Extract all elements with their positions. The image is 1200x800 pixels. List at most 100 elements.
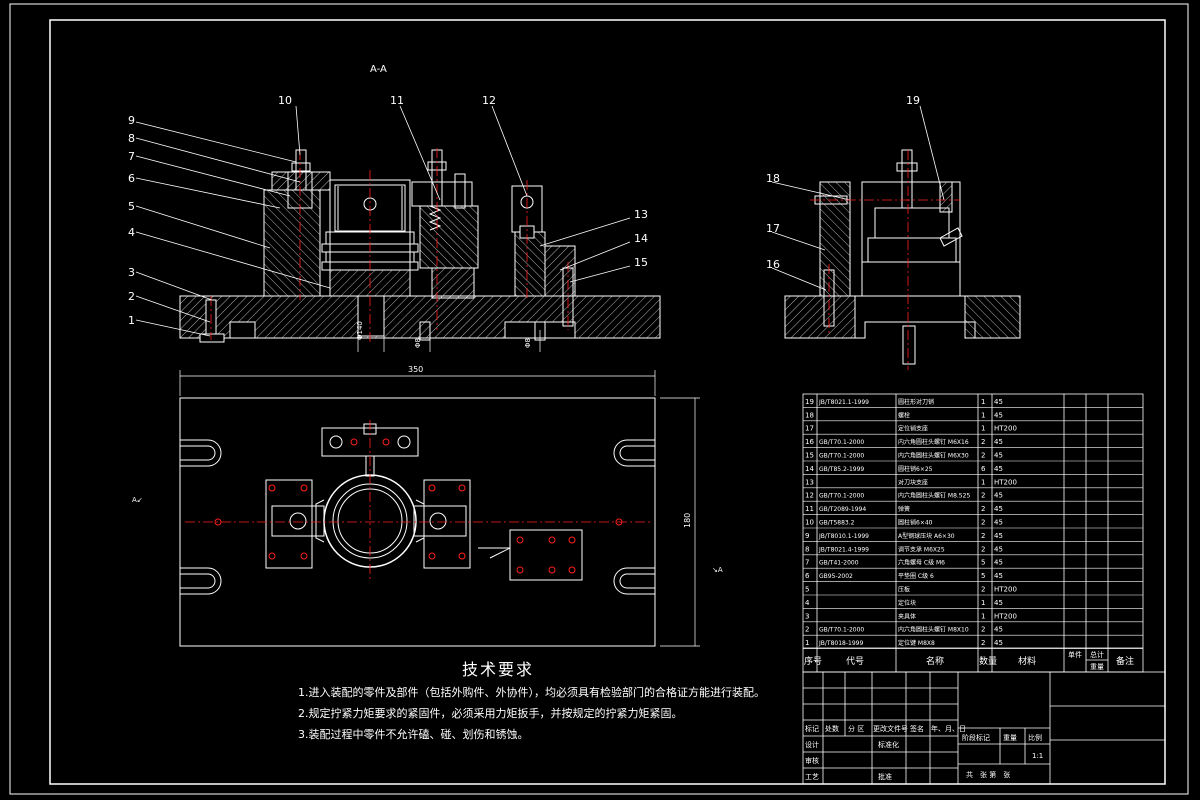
bom-cell: 45 [994,532,1003,540]
bom-cell: 2 [981,492,985,500]
bom-cell: 2 [981,452,985,460]
tb-process: 工艺 [805,773,819,781]
bom-cell: GB/T70.1-2000 [819,493,864,500]
bom-cell: 内六角圆柱头螺钉 M8.525 [898,492,970,500]
bom-cell: 45 [994,411,1003,419]
bom-cell: 45 [994,465,1003,473]
bom-cell: 45 [994,559,1003,567]
callout-9: 9 [128,114,135,127]
bom-header-weight: 重量 [1090,663,1104,671]
front-dimensions [357,324,541,352]
tb-sheets: 共 张 第 张 [966,770,1010,779]
bom-cell: 2 [981,532,985,540]
tech-line-3: 3.装配过程中零件不允许磕、碰、划伤和锈蚀。 [298,728,529,741]
tb-standard: 标准化 [878,740,899,749]
callout-16: 16 [766,258,780,271]
tb-review: 审核 [805,756,819,765]
inner-frame [49,19,1166,785]
bom-header-unit: 单件 [1068,650,1082,659]
bom-cell: 5 [805,586,809,594]
bom-cell: 2 [981,586,985,594]
callout-11: 11 [390,94,404,107]
side-view [784,149,1021,365]
bom-cell: GB/T70.1-2000 [819,453,864,460]
callout-12: 12 [482,94,496,107]
bom-cell: 9 [805,532,809,540]
bom-cell: JB/T8018-1999 [818,640,863,647]
top-dimensions [179,370,700,647]
bom-cell: GB/T41-2000 [819,560,859,567]
tb-count: 处数 [825,724,839,733]
bom-cell: 1 [981,411,985,419]
bom-header-name: 名称 [926,655,944,667]
bom-cell: 6 [805,572,810,580]
bom-cell: 1 [981,612,985,620]
tb-mark: 标记 [805,724,819,733]
callout-1: 1 [128,314,135,327]
bom-cell: 圆柱形对刀销 [898,398,934,406]
callout-10: 10 [278,94,292,107]
title-block [802,671,1166,785]
tb-change: 更改文件号 [873,724,908,733]
bom-cell: 2 [981,519,985,527]
bom-cell: 45 [994,639,1003,647]
bom-cell: 6 [981,465,986,473]
bom-cell: 圆柱销6×40 [898,519,933,527]
tech-line-1: 1.进入装配的零件及部件（包括外购件、外协件），均必须具有检验部门的合格证方能进… [298,686,765,699]
outer-frame [9,3,1189,795]
bom-cell: 5 [981,572,985,580]
bom-cell: 2 [981,626,985,634]
tb-scale-label: 比例 [1028,733,1042,742]
bom-header-no: 序号 [804,655,822,667]
bom-cell: 14 [805,465,814,473]
bom-cell: GB95-2002 [819,573,853,580]
dim-height: 180 [683,513,692,528]
bom-cell: 夹具体 [898,612,916,620]
bom-cell: 内六角圆柱头螺钉 M6X30 [898,452,969,460]
tech-requirements-title: 技术要求 [462,660,535,679]
tb-design: 设计 [805,740,819,749]
bom-cell: 45 [994,626,1003,634]
bom-cell: 16 [805,438,814,446]
bom-cell: 2 [981,545,985,553]
tech-requirements: 1.进入装配的零件及部件（包括外购件、外协件），均必须具有检验部门的合格证方能进… [298,682,765,745]
top-center-lines [185,420,650,580]
bom-cell: 45 [994,398,1003,406]
bom-cell: 2 [981,438,985,446]
bom-cell: 1 [981,478,985,486]
bom-cell: 3 [805,612,809,620]
tb-stage: 阶段标记 [962,733,990,742]
tech-line-2: 2.规定拧紧力矩要求的紧固件，必须采用力矩扳手，并按规定的拧紧力矩紧固。 [298,707,683,720]
bom-header-remark: 备注 [1116,655,1134,667]
bom-cell: 定位键 M8X8 [898,639,935,647]
bom-cell: 45 [994,545,1003,553]
bom-cell: 45 [994,519,1003,527]
bom-cell: 10 [805,519,814,527]
bom-cell: HT200 [994,612,1017,620]
bom-cell: 2 [981,639,985,647]
callout-13: 13 [634,208,648,221]
callout-2: 2 [128,290,135,303]
bom-cell: GB/T5883.2 [819,520,855,527]
bom-cell: 11 [805,505,814,513]
bom-cell: 六角螺母 C级 M6 [898,559,945,567]
bom-cell: 1 [981,599,985,607]
top-view [179,397,656,647]
dim-width: 350 [408,365,423,374]
bom-cell: 对刀块支座 [898,478,928,486]
bom-cell: 圆柱销6×25 [898,465,933,473]
callout-numbers: 1 2 3 4 5 6 7 8 9 10 11 12 13 14 15 16 1… [128,94,920,327]
view-mark-left: A↙ [132,496,143,504]
bom-cell: 5 [981,559,985,567]
bom-cell: 12 [805,492,814,500]
callout-5: 5 [128,200,135,213]
bom-cell: 8 [805,545,809,553]
title-block-text: 标记 处数 分 区 更改文件号 签名 年、月、日 设计 标准化 审核 工艺 批准… [805,724,1043,781]
bom-cell: 45 [994,599,1003,607]
bom-cell: 4 [805,599,810,607]
bom-cell: HT200 [994,478,1017,486]
callout-leaders [135,105,945,337]
tb-approve: 批准 [878,772,892,781]
bom-header-total: 总计 [1090,650,1104,659]
